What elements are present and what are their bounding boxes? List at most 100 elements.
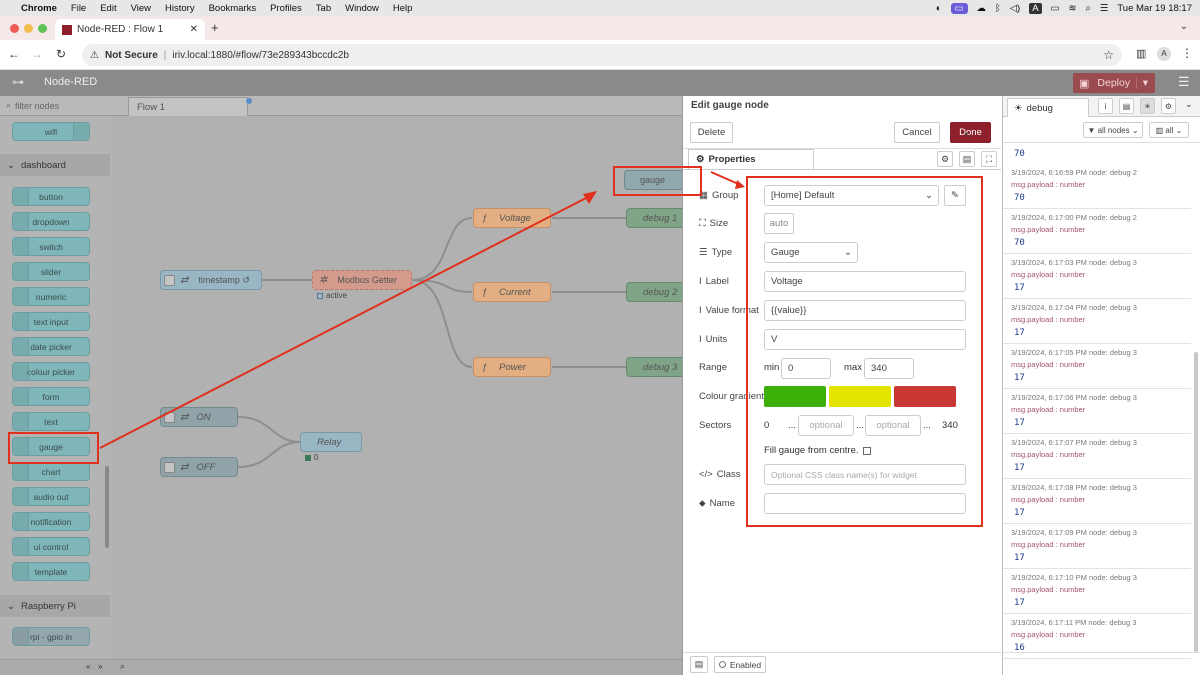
zoom-window-button[interactable] — [38, 24, 47, 33]
max-input[interactable]: 340 — [864, 358, 914, 379]
flow-node-timestamp[interactable]: ⇄ timestamp ↺ — [160, 270, 262, 290]
flow-node-modbus-getter[interactable]: ✲ Modbus Getter — [312, 270, 412, 290]
palette-node-colour-picker[interactable]: colour picker — [12, 362, 90, 381]
control-center-icon[interactable]: ☰ — [1099, 2, 1109, 14]
cloud-icon[interactable]: ☁ — [976, 2, 987, 14]
settings-tab-icon[interactable]: ⚙ — [937, 151, 953, 167]
palette-category-dashboard[interactable]: ⌄dashboard — [0, 154, 110, 176]
tab-search-icon[interactable]: ⌄ — [1179, 21, 1188, 32]
flow-node-relay[interactable]: Relay — [300, 432, 362, 452]
flow-node-gauge[interactable]: gauge — [624, 170, 682, 190]
message-value[interactable]: 70 — [1014, 193, 1025, 203]
flow-node-off[interactable]: ⇄OFF — [160, 457, 238, 477]
deploy-button[interactable]: ▣ Deploy ▾ — [1073, 73, 1155, 93]
sector-1-input[interactable]: optional — [798, 415, 854, 436]
forward-icon[interactable]: → — [31, 47, 43, 61]
appearance-tab-icon[interactable]: ⛶ — [981, 151, 997, 167]
bookmark-star-icon[interactable]: ☆ — [1103, 48, 1114, 62]
flow-node-debug-2[interactable]: debug 2 — [626, 282, 682, 302]
palette-node-date-picker[interactable]: date picker — [12, 337, 90, 356]
inject-button[interactable] — [164, 461, 175, 473]
help-tab-icon[interactable]: ▤ — [1119, 98, 1134, 114]
config-tab-icon[interactable]: ⚙ — [1161, 98, 1176, 114]
input-source-badge[interactable]: A — [1029, 2, 1042, 14]
palette-node-template[interactable]: template — [12, 562, 90, 581]
palette-filter[interactable]: ⌕ filter nodes — [0, 96, 112, 116]
class-input[interactable]: Optional CSS class name(s) for widget — [764, 464, 966, 485]
type-select[interactable]: Gauge⌄ — [764, 242, 858, 263]
menu-tab[interactable]: Tab — [315, 2, 332, 14]
inject-button[interactable] — [164, 274, 175, 286]
back-icon[interactable]: ← — [8, 47, 20, 61]
menu-file[interactable]: File — [70, 2, 87, 14]
name-input[interactable] — [764, 493, 966, 514]
reload-icon[interactable]: ↻ — [56, 47, 67, 61]
browser-tab[interactable]: Node-RED : Flow 1 ✕ — [55, 19, 205, 40]
menu-bookmarks[interactable]: Bookmarks — [208, 2, 257, 14]
status-icon[interactable]: ◐ — [935, 2, 942, 14]
palette-node-wifi[interactable]: wifi — [12, 122, 90, 141]
fill-checkbox[interactable] — [862, 446, 871, 455]
debug-scrollbar[interactable] — [1194, 352, 1198, 652]
units-input[interactable]: V — [764, 329, 966, 350]
edit-group-button[interactable]: ✎ — [944, 185, 966, 206]
palette-node-notification[interactable]: notification — [12, 512, 90, 531]
menu-edit[interactable]: Edit — [100, 2, 117, 14]
message-value[interactable]: 17 — [1014, 283, 1025, 293]
message-value[interactable]: 17 — [1014, 463, 1025, 473]
screen-icon[interactable]: ▭ — [950, 2, 968, 14]
menu-help[interactable]: Help — [392, 2, 413, 14]
debug-tab-icon[interactable]: ☀ — [1140, 98, 1155, 114]
not-secure-label[interactable]: Not Secure — [104, 49, 158, 61]
expand-all-icon[interactable]: » — [98, 662, 103, 671]
search-icon[interactable]: ⌕ — [1085, 2, 1091, 14]
menu-window[interactable]: Window — [345, 2, 379, 14]
main-menu-icon[interactable]: ☰ — [1178, 74, 1190, 89]
palette-node-numeric[interactable]: numeric — [12, 287, 90, 306]
gradient-color-3[interactable] — [894, 386, 956, 407]
clear-all-select[interactable]: ▥ all ⌄ — [1149, 122, 1189, 138]
menu-chrome[interactable]: Chrome — [21, 2, 57, 14]
palette-node-dropdown[interactable]: dropdown — [12, 212, 90, 231]
sidepanel-icon[interactable]: ▥ — [1136, 48, 1147, 60]
collapse-all-icon[interactable]: « — [86, 662, 91, 671]
message-value[interactable]: 17 — [1014, 328, 1025, 338]
tab-flow-1[interactable]: Flow 1 — [128, 97, 248, 116]
gradient-color-2[interactable] — [829, 386, 891, 407]
info-tab-icon[interactable]: i — [1098, 98, 1113, 114]
new-tab-button[interactable]: + — [211, 20, 219, 35]
gradient-color-1[interactable] — [764, 386, 826, 407]
palette-node-ui-control[interactable]: ui control — [12, 537, 90, 556]
search-icon[interactable]: ⌕ — [120, 661, 126, 671]
palette-node-form[interactable]: form — [12, 387, 90, 406]
message-value[interactable]: 17 — [1014, 373, 1025, 383]
done-button[interactable]: Done — [950, 122, 991, 143]
menu-view[interactable]: View — [130, 2, 152, 14]
sector-2-input[interactable]: optional — [865, 415, 921, 436]
tab-debug[interactable]: ☀debug — [1007, 98, 1089, 117]
message-value[interactable]: 17 — [1014, 598, 1025, 608]
message-value[interactable]: 17 — [1014, 553, 1025, 563]
filter-input[interactable]: filter nodes — [15, 100, 60, 111]
node-info-icon[interactable]: ▤ — [690, 656, 708, 673]
cancel-button[interactable]: Cancel — [894, 122, 940, 143]
palette-scrollbar[interactable] — [105, 466, 109, 548]
close-window-button[interactable] — [10, 24, 19, 33]
palette-node-slider[interactable]: slider — [12, 262, 90, 281]
wifi-icon[interactable]: ≋ — [1068, 2, 1077, 14]
palette-node-switch[interactable]: switch — [12, 237, 90, 256]
menu-history[interactable]: History — [165, 2, 195, 14]
